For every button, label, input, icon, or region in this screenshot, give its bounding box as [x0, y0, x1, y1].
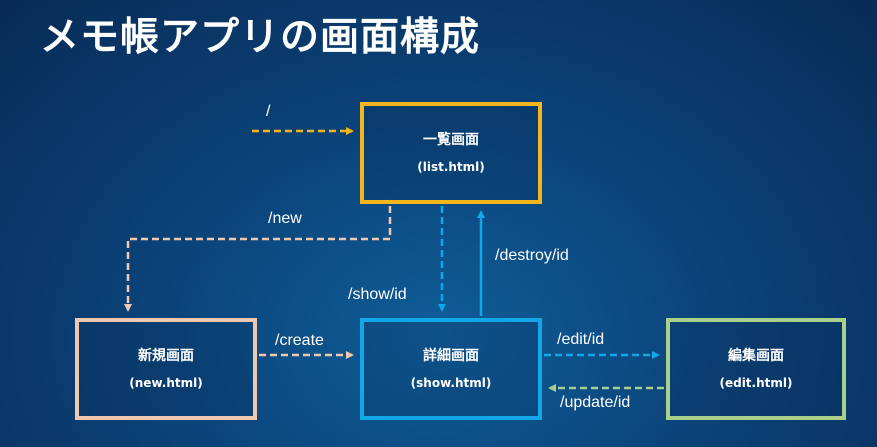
- edit-screen-node: 編集画面 (edit.html): [666, 318, 846, 420]
- diagram-title: メモ帳アプリの画面構成: [40, 15, 481, 60]
- route-label-create: /create: [275, 332, 324, 349]
- new-screen-file: (new.html): [129, 376, 203, 390]
- route-label-new: /new: [268, 210, 302, 227]
- show-screen-node: 詳細画面 (show.html): [360, 318, 542, 420]
- route-label-show: /show/id: [348, 286, 407, 303]
- new-screen-title: 新規画面: [138, 348, 194, 364]
- edit-screen-file: (edit.html): [719, 376, 793, 390]
- edit-screen-title: 編集画面: [728, 348, 784, 364]
- new-screen-node: 新規画面 (new.html): [75, 318, 257, 420]
- list-screen-title: 一覧画面: [423, 132, 479, 148]
- route-label-destroy: /destroy/id: [495, 247, 569, 264]
- route-label-root: /: [266, 103, 271, 120]
- route-label-edit: /edit/id: [557, 331, 605, 348]
- show-screen-title: 詳細画面: [423, 348, 479, 364]
- show-screen-file: (show.html): [410, 376, 492, 390]
- list-screen-file: (list.html): [417, 160, 485, 174]
- list-screen-node: 一覧画面 (list.html): [360, 102, 542, 204]
- route-label-update: /update/id: [560, 394, 631, 411]
- arrow-list-to-new: [124, 206, 392, 312]
